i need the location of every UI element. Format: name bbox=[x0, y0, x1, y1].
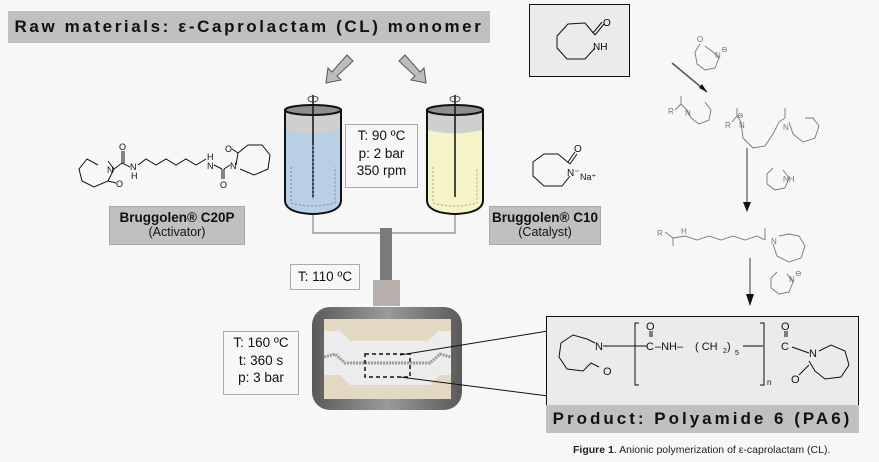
carbonyl-o: O bbox=[646, 321, 655, 333]
atom-r: R bbox=[657, 229, 663, 238]
catalyst-reactor bbox=[426, 95, 484, 216]
atom-o: O bbox=[220, 180, 227, 190]
zoom-region-marker bbox=[364, 353, 411, 378]
atom-o: O bbox=[791, 374, 800, 386]
amide-nh: –NH– bbox=[655, 341, 684, 353]
reactor-temperature: T: 90 ºC bbox=[357, 128, 406, 143]
methylene-group: ( CH bbox=[695, 341, 718, 353]
figure-caption-text: . Anionic polymerization of ε-caprolacta… bbox=[613, 444, 831, 456]
atom-r: R bbox=[668, 107, 674, 116]
catalyst-name: Bruggolen® C10 bbox=[492, 210, 598, 225]
methylene-close: ) bbox=[727, 341, 731, 353]
figure-label: Figure 1 bbox=[573, 444, 614, 456]
mold-pressure: p: 3 bar bbox=[238, 370, 284, 385]
molded-part bbox=[323, 352, 452, 365]
mold-upper-half bbox=[324, 319, 451, 341]
monomer-oxygen-label: O bbox=[603, 18, 611, 29]
activator-structure: N O O N H N H O N O bbox=[78, 142, 271, 190]
carbonyl-c: C bbox=[781, 341, 789, 353]
reactors-diagram bbox=[284, 95, 484, 234]
atom-n: N bbox=[685, 109, 691, 118]
negative-charge-icon: ⊖ bbox=[795, 269, 802, 278]
atom-n: N bbox=[230, 161, 237, 171]
mold-temperature: T: 160 ºC bbox=[233, 335, 289, 350]
raw-materials-title: Raw materials: ε-Caprolactam (CL) monome… bbox=[8, 11, 490, 43]
atom-o: O bbox=[697, 35, 703, 44]
mold-diagram bbox=[312, 307, 462, 410]
methylene-subscript: 2 bbox=[723, 348, 727, 355]
atom-o: O bbox=[119, 142, 126, 152]
negative-charge-icon: ⊖ bbox=[721, 45, 728, 54]
injection-nozzle bbox=[373, 280, 400, 306]
atom-n: N bbox=[789, 275, 795, 284]
atom-n: N bbox=[107, 165, 114, 175]
atom-h: H bbox=[207, 152, 214, 162]
caprolactam-structure: O NH bbox=[556, 18, 611, 60]
arrow-down-icon bbox=[743, 202, 751, 212]
catalyst-structure: O N⁻ Na⁺ bbox=[532, 144, 597, 187]
activator-name: Bruggolen® C20P bbox=[119, 210, 235, 225]
atom-n: N bbox=[739, 121, 745, 130]
atom-n: N bbox=[809, 348, 817, 360]
atom-n: N bbox=[130, 162, 137, 172]
repeat-bracket-right bbox=[760, 322, 765, 386]
mold-conditions-box: T: 160 ºC t: 360 s p: 3 bar bbox=[223, 331, 299, 395]
monomer-nh-label: NH bbox=[593, 42, 607, 53]
methylene-count: 5 bbox=[735, 350, 739, 357]
stirrer-rotation-icon bbox=[449, 95, 461, 103]
atom-h: H bbox=[681, 227, 687, 236]
atom-h: H bbox=[131, 171, 138, 181]
arrow-down-icon bbox=[746, 294, 754, 306]
product-title: Product: Polyamide 6 (PA6) bbox=[546, 405, 859, 433]
catalyst-label: Bruggolen® C10 (Catalyst) bbox=[489, 206, 601, 245]
reactor-conditions-box: T: 90 ºC p: 2 bar 350 rpm bbox=[345, 124, 418, 188]
injection-temperature-box: T: 110 ºC bbox=[290, 264, 360, 290]
pa6-structure: N O C O –NH– ( CH 2 ) 5 n C O N O bbox=[558, 321, 850, 387]
activator-role: (Activator) bbox=[148, 225, 206, 239]
atom-n: N bbox=[783, 123, 789, 132]
negative-charge-icon: ⊖ bbox=[737, 111, 744, 120]
atom-n: N bbox=[595, 341, 603, 353]
activator-reactor bbox=[284, 95, 342, 216]
mold-lower-half bbox=[324, 375, 451, 399]
carbonyl-c: C bbox=[646, 341, 654, 353]
figure-caption: Figure 1. Anionic polymerization of ε-ca… bbox=[573, 444, 830, 456]
feed-arrow-left bbox=[325, 54, 354, 84]
caprolactam-monomer-box: O NH bbox=[529, 4, 630, 77]
injection-pipe bbox=[380, 228, 392, 280]
mold-time: t: 360 s bbox=[238, 352, 284, 368]
activator-label: Bruggolen® C20P (Activator) bbox=[109, 206, 245, 245]
catalyst-oxygen: O bbox=[574, 144, 582, 155]
reactor-pressure: p: 2 bar bbox=[358, 145, 405, 161]
feed-arrow-right bbox=[398, 54, 427, 84]
catalyst-role: (Catalyst) bbox=[518, 225, 572, 239]
atom-o: O bbox=[603, 366, 612, 378]
atom-r: R bbox=[725, 121, 731, 130]
catalyst-anion: N⁻ bbox=[567, 168, 580, 179]
atom-nh: NH bbox=[783, 175, 795, 184]
repeat-count: n bbox=[767, 378, 771, 387]
stirrer-rotation-icon bbox=[307, 95, 319, 103]
product-structure-box: N O C O –NH– ( CH 2 ) 5 n C O N O bbox=[546, 316, 859, 412]
mechanism-scheme: O N ⊖ R N R N ⊖ N NH R H N N ⊖ bbox=[657, 35, 820, 306]
atom-o: O bbox=[116, 179, 123, 189]
catalyst-cation: Na⁺ bbox=[580, 172, 597, 182]
atom-o: O bbox=[225, 144, 232, 154]
feed-arrows bbox=[325, 54, 427, 84]
zoom-lines bbox=[400, 330, 549, 397]
reactor-stir-speed: 350 rpm bbox=[356, 163, 407, 178]
carbonyl-o: O bbox=[781, 321, 790, 333]
repeat-bracket-left bbox=[634, 322, 639, 386]
atom-n: N bbox=[207, 161, 214, 171]
atom-n: N bbox=[771, 237, 777, 246]
atom-n: N bbox=[715, 51, 721, 60]
